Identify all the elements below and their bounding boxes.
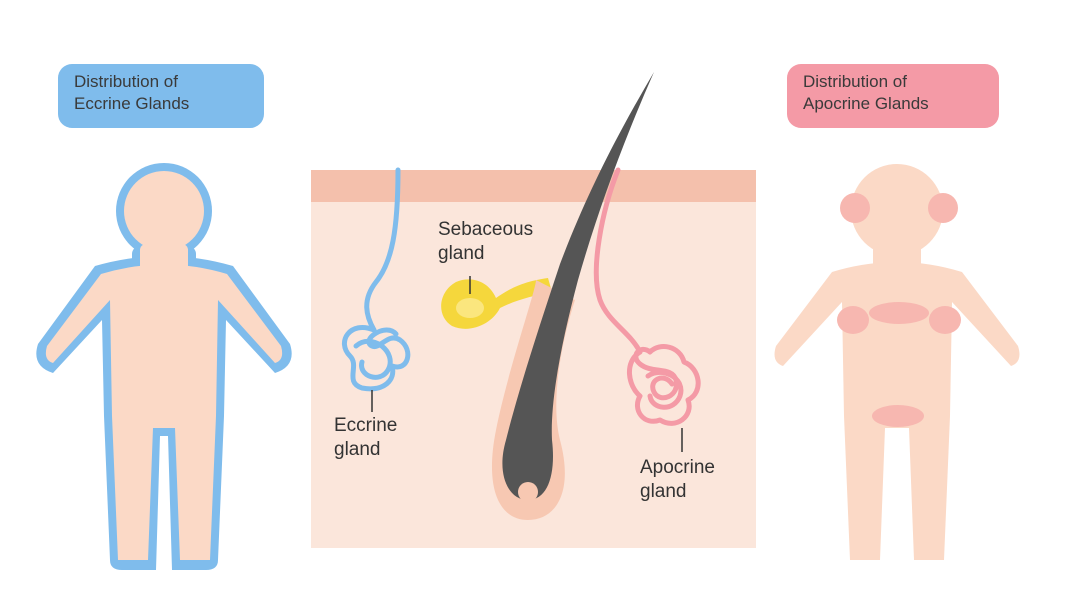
right-ear-spot	[928, 193, 958, 223]
epidermis-layer	[311, 170, 756, 202]
eccrine-badge-line-2: Eccrine Glands	[74, 94, 190, 113]
right-armpit-spot	[929, 306, 961, 334]
apocrine-gland-label: Apocrine gland	[640, 456, 715, 504]
eccrine-distribution-badge: Distribution of Eccrine Glands	[58, 64, 264, 128]
sebaceous-gland	[441, 278, 552, 329]
eccrine-gland-label: Eccrine gland	[334, 414, 397, 462]
eccrine-body-figure	[36, 163, 292, 570]
apocrine-gland-spots	[837, 193, 961, 427]
sebaceous-label-line-1: Sebaceous	[438, 219, 534, 240]
eccrine-label-line-1: Eccrine	[334, 415, 398, 436]
eccrine-label-line-2: gland	[334, 439, 381, 460]
hair-follicle	[491, 72, 654, 520]
label-pointers	[371, 276, 683, 452]
groin-spot	[872, 405, 924, 427]
apocrine-distribution-badge: Distribution of Apocrine Glands	[787, 64, 999, 128]
eccrine-body-fill	[45, 171, 283, 560]
apocrine-gland	[593, 167, 701, 426]
sebaceous-label-line-2: gland	[438, 243, 485, 264]
apocrine-badge-line-1: Distribution of	[803, 72, 907, 91]
apocrine-label-line-2: gland	[640, 481, 687, 502]
eccrine-gland	[342, 167, 411, 392]
left-armpit-spot	[837, 306, 869, 334]
apocrine-label-line-1: Apocrine	[640, 457, 715, 478]
hair-shaft	[502, 72, 654, 500]
sebaceous-gland-label: Sebaceous gland	[438, 218, 533, 266]
chest-spot	[869, 302, 929, 324]
apocrine-badge-line-2: Apocrine Glands	[803, 94, 929, 113]
apocrine-body-fill	[774, 164, 1020, 560]
skin-cross-section	[311, 72, 756, 548]
hair-papilla	[518, 482, 538, 502]
eccrine-badge-line-1: Distribution of	[74, 72, 178, 91]
apocrine-body-figure	[774, 164, 1020, 560]
left-ear-spot	[840, 193, 870, 223]
